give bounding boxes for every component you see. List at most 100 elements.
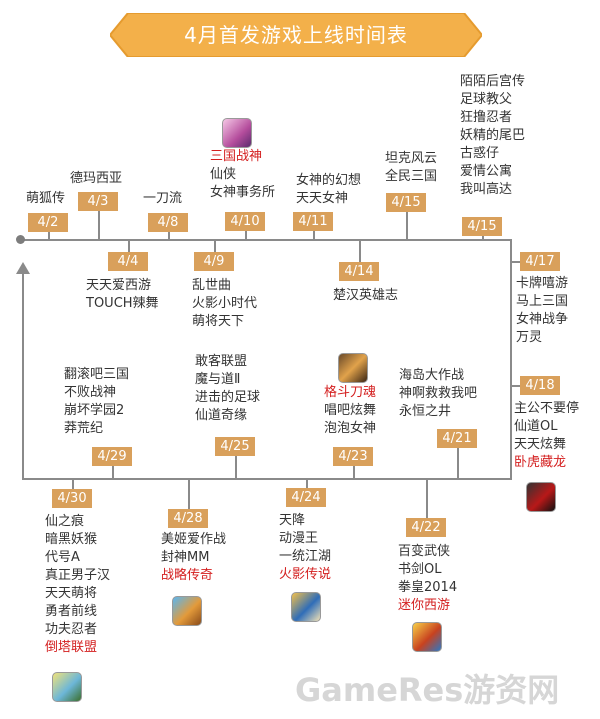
game-title: 古惑仔 — [460, 146, 500, 161]
game-title: 战略传奇 — [161, 568, 214, 583]
zhanlue-chuanqi-game-icon — [172, 596, 202, 626]
game-title: 爱情公寓 — [460, 164, 513, 179]
game-title: 主公不要停 — [514, 401, 580, 416]
date-badge: 4/17 — [520, 252, 560, 271]
game-title: 萌狐传 — [26, 191, 66, 206]
date-badge: 4/14 — [339, 262, 379, 281]
date-connector — [313, 231, 315, 239]
date-connector — [98, 211, 100, 239]
game-title: 美姬爱作战 — [161, 532, 227, 547]
game-title: 足球教父 — [460, 92, 513, 107]
game-title: 敢客联盟 — [195, 354, 248, 369]
date-badge: 4/15 — [386, 193, 426, 212]
title-banner — [110, 13, 482, 57]
game-title: 仙之痕 — [45, 514, 85, 529]
page-title: 4月首发游戏上线时间表 — [184, 23, 408, 47]
date-connector — [235, 456, 237, 478]
date-badge: 4/8 — [148, 213, 188, 232]
date-connector — [214, 241, 216, 252]
date-connector — [512, 385, 520, 387]
game-title: TOUCH辣舞 — [86, 296, 159, 311]
game-title: 迷你西游 — [398, 598, 451, 613]
game-title: 火影传说 — [279, 567, 332, 582]
date-connector — [48, 232, 50, 239]
game-title: 全民三国 — [385, 169, 438, 184]
game-title: 德玛西亚 — [70, 171, 123, 186]
date-connector — [168, 232, 170, 239]
mini-xiyou-game-icon — [412, 622, 442, 652]
game-title: 勇者前线 — [45, 604, 98, 619]
game-title: 女神事务所 — [210, 185, 276, 200]
date-badge: 4/4 — [108, 252, 148, 271]
game-title: 天降 — [279, 513, 306, 528]
date-connector — [457, 448, 459, 478]
game-title: 永恒之井 — [399, 404, 452, 419]
game-title: 坦克风云 — [385, 151, 438, 166]
game-title: 功夫忍者 — [45, 622, 98, 637]
date-badge: 4/9 — [194, 252, 234, 271]
game-title: 魔与道Ⅱ — [195, 372, 241, 387]
date-badge: 4/23 — [333, 447, 373, 466]
date-badge: 4/11 — [293, 212, 333, 231]
date-badge: 4/29 — [92, 447, 132, 466]
game-title: 三国战神 — [210, 149, 263, 164]
date-badge: 4/22 — [406, 518, 446, 537]
date-connector — [188, 480, 190, 509]
game-title: 崩坏学园2 — [64, 403, 125, 418]
date-connector — [112, 466, 114, 478]
game-title: 楚汉英雄志 — [333, 288, 399, 303]
game-title: 代号A — [45, 550, 80, 565]
game-title: 仙侠 — [210, 167, 237, 182]
date-connector — [482, 236, 484, 239]
game-title: 暗黑妖猴 — [45, 532, 98, 547]
timeline-left-line — [22, 270, 24, 480]
game-title: 万灵 — [516, 330, 543, 345]
game-title: 百变武侠 — [398, 544, 451, 559]
game-title: 我叫高达 — [460, 182, 513, 197]
game-title: 神啊救救我吧 — [399, 386, 478, 401]
date-connector — [406, 212, 408, 239]
game-title: 一统江湖 — [279, 549, 332, 564]
date-badge: 4/28 — [168, 509, 208, 528]
date-badge: 4/30 — [52, 489, 92, 508]
game-title: 女神的幻想 — [296, 173, 362, 188]
game-title: 唱吧炫舞 — [324, 403, 377, 418]
game-title: 卧虎藏龙 — [514, 455, 567, 470]
game-title: 萌将天下 — [192, 314, 245, 329]
daota-lianmeng-game-icon — [52, 672, 82, 702]
date-connector — [245, 231, 247, 239]
date-connector — [359, 241, 361, 262]
game-title: 仙道奇缘 — [195, 408, 248, 423]
date-badge: 4/3 — [78, 192, 118, 211]
game-title: 天天女神 — [296, 191, 349, 206]
timeline-right-line — [510, 239, 512, 480]
game-title: 天天爱西游 — [86, 278, 152, 293]
sanguo-zhanshen-game-icon — [222, 118, 252, 148]
game-title: 天天炫舞 — [514, 437, 567, 452]
game-title: 动漫王 — [279, 531, 319, 546]
game-title: 妖精的尾巴 — [460, 128, 526, 143]
game-title: 天天萌将 — [45, 586, 98, 601]
date-badge: 4/15 — [462, 217, 502, 236]
date-badge: 4/24 — [286, 488, 326, 507]
gedou-daohun-game-icon — [338, 353, 368, 383]
game-title: 书剑OL — [398, 562, 442, 577]
timeline-top-line — [22, 239, 512, 241]
date-connector — [306, 480, 308, 488]
game-title: 真正男子汉 — [45, 568, 111, 583]
date-connector — [72, 480, 74, 489]
game-title: 火影小时代 — [192, 296, 258, 311]
game-title: 不败战神 — [64, 385, 117, 400]
date-badge: 4/10 — [225, 212, 265, 231]
game-title: 乱世曲 — [192, 278, 232, 293]
date-connector — [512, 261, 520, 263]
game-title: 仙道OL — [514, 419, 558, 434]
game-title: 泡泡女神 — [324, 421, 377, 436]
date-badge: 4/25 — [215, 437, 255, 456]
game-title: 翻滚吧三国 — [64, 367, 130, 382]
game-title: 倒塔联盟 — [45, 640, 98, 655]
game-title: 进击的足球 — [195, 390, 261, 405]
date-badge: 4/2 — [28, 213, 68, 232]
game-title: 格斗刀魂 — [324, 385, 377, 400]
